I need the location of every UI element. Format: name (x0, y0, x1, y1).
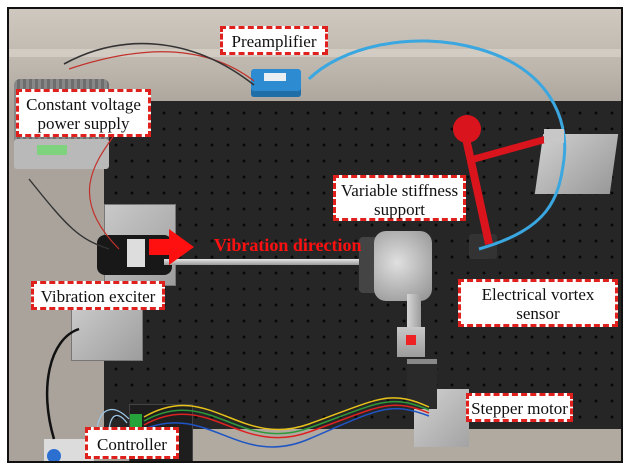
exciter-sticker (127, 239, 145, 267)
table-front-edge (129, 429, 621, 461)
power-cable-black (63, 42, 255, 86)
exciter-cable-dark (28, 178, 110, 250)
red-stand-crossbar (473, 133, 555, 163)
motor-cable-red (143, 404, 430, 439)
red-stand-knob (453, 115, 481, 143)
controller-knob (47, 449, 61, 461)
label-power-supply-line2: power supply (37, 114, 130, 133)
label-variable-stiffness-support: Variable stiffness support (333, 175, 466, 221)
sensor-clamp (544, 129, 564, 143)
label-controller: Controller (85, 427, 179, 459)
label-power-supply: Constant voltage power supply (16, 89, 151, 137)
label-vibration-exciter: Vibration exciter (31, 281, 165, 310)
sensor-cable (307, 39, 567, 251)
label-preamplifier: Preamplifier (220, 26, 328, 55)
photo-frame: Vibration direction Preamplifier Constan… (7, 7, 623, 463)
power-cable-red (68, 51, 255, 82)
label-controller-text: Controller (97, 435, 167, 454)
motor-cable-yellow (143, 397, 430, 431)
label-preamplifier-text: Preamplifier (231, 32, 317, 51)
label-vibration-exciter-text: Vibration exciter (40, 287, 156, 306)
motor-cable-blue (143, 407, 430, 448)
preamplifier-sticker (264, 73, 286, 81)
red-stand-arm (460, 128, 493, 245)
label-stepper-motor-text: Stepper motor (471, 399, 568, 418)
cables-overlay (28, 39, 567, 455)
label-stepper-motor: Stepper motor (466, 393, 573, 422)
variable-stiffness-chuck (374, 231, 432, 301)
vibration-direction-arrow (149, 229, 194, 265)
label-sensor-line2: sensor (516, 304, 560, 323)
motor-cable-green (143, 400, 430, 435)
power-supply-display (37, 145, 67, 155)
label-electrical-vortex-sensor: Electrical vortex sensor (458, 279, 618, 327)
label-sensor-line1: Electrical vortex (481, 285, 595, 304)
coupling-insert (406, 335, 416, 345)
label-variable-support-line2: support (374, 200, 425, 219)
vibration-direction-text: Vibration direction (214, 235, 362, 255)
label-variable-support-line1: Variable stiffness (340, 181, 459, 200)
optical-breadboard-table (104, 101, 621, 431)
controller-power-cord (45, 327, 80, 440)
rotor-shaft (164, 259, 394, 265)
label-power-supply-line1: Constant voltage (26, 95, 141, 114)
